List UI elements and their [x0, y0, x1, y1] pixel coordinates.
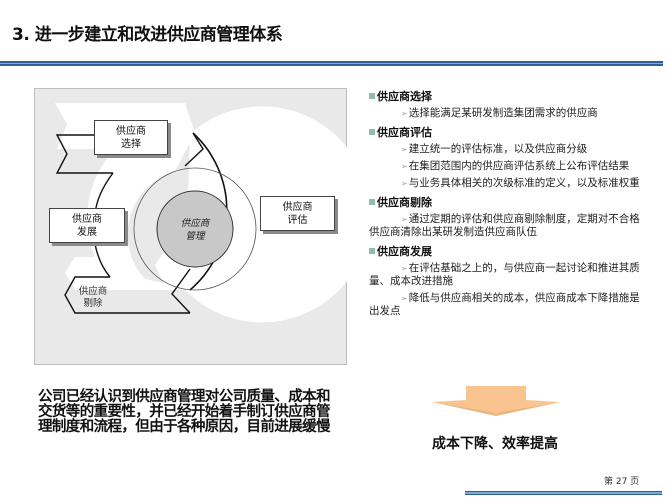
item-text: 选择能满足某研发制造集团需求的供应商 — [408, 107, 598, 119]
footer-rule — [465, 491, 662, 495]
list-item: ➢在集团范围内的供应商评估系统上公布评估结果 — [369, 160, 649, 173]
arrow-bullet-icon: ➢ — [401, 109, 408, 118]
arrow-bullet-icon: ➢ — [401, 294, 408, 303]
square-bullet-icon — [369, 248, 375, 254]
heading-text: 供应商发展 — [377, 245, 432, 258]
down-arrow-icon — [432, 386, 560, 416]
supplier-cycle-diagram: 供应商 选择 供应商 评估 供应商 发展 供应商 剔除 供应商 管理 — [34, 88, 348, 365]
arrow-bullet-icon: ➢ — [401, 145, 408, 154]
supplier-evaluation-box: 供应商 评估 — [260, 196, 335, 231]
box-label: 供应商 — [282, 201, 313, 213]
item-text: 与业务具体相关的次级标准的定义，以及标准权重 — [408, 177, 640, 189]
box-label: 评估 — [287, 214, 308, 226]
center-line: 供应商 — [180, 218, 210, 229]
section-heading: 供应商发展 — [369, 243, 649, 259]
label-line: 供应商 — [78, 286, 108, 297]
section-heading: 供应商评估 — [369, 124, 649, 140]
list-item: ➢在评估基础之上的，与供应商一起讨论和推进其质量、成本改进措施 — [369, 262, 649, 288]
box-label: 供应商 — [116, 125, 146, 137]
item-text: 在评估基础之上的，与供应商一起讨论和推进其质量、成本改进措施 — [369, 262, 640, 287]
supplier-development-box: 供应商 发展 — [49, 208, 125, 243]
heading-text: 供应商选择 — [377, 90, 432, 103]
supplier-management-center: 供应商 管理 — [165, 217, 225, 243]
list-item: ➢建立统一的评估标准，以及供应商分级 — [369, 143, 649, 156]
page-number: 第 27 页 — [604, 477, 640, 487]
item-text: 建立统一的评估标准，以及供应商分级 — [408, 143, 588, 155]
section-heading: 供应商剔除 — [369, 194, 649, 210]
square-bullet-icon — [369, 129, 375, 135]
supplier-management-details: 供应商选择 ➢选择能满足某研发制造集团需求的供应商 供应商评估 ➢建立统一的评估… — [369, 86, 649, 322]
header-rule — [0, 61, 663, 66]
section-heading: 供应商选择 — [369, 88, 649, 104]
section-elimination: 供应商剔除 ➢通过定期的评估和供应商剔除制度，定期对不合格供应商清除出某研发制造… — [369, 194, 649, 239]
box-label: 选择 — [121, 138, 141, 150]
label-line: 剔除 — [83, 298, 103, 309]
arrow-bullet-icon: ➢ — [401, 264, 408, 273]
square-bullet-icon — [369, 93, 375, 99]
list-item: ➢与业务具体相关的次级标准的定义，以及标准权重 — [369, 177, 649, 190]
supplier-elimination-label: 供应商 剔除 — [75, 286, 111, 310]
box-label: 发展 — [77, 226, 97, 238]
square-bullet-icon — [369, 199, 375, 205]
arrow-bullet-icon: ➢ — [401, 162, 408, 171]
box-label: 供应商 — [72, 213, 102, 225]
list-item: ➢选择能满足某研发制造集团需求的供应商 — [369, 107, 649, 120]
section-development: 供应商发展 ➢在评估基础之上的，与供应商一起讨论和推进其质量、成本改进措施 ➢降… — [369, 243, 649, 318]
section-selection: 供应商选择 ➢选择能满足某研发制造集团需求的供应商 — [369, 88, 649, 120]
item-text: 通过定期的评估和供应商剔除制度，定期对不合格供应商清除出某研发制造供应商队伍 — [369, 213, 640, 238]
center-line: 管理 — [185, 231, 205, 242]
heading-text: 供应商剔除 — [377, 196, 432, 209]
section-evaluation: 供应商评估 ➢建立统一的评估标准，以及供应商分级 ➢在集团范围内的供应商评估系统… — [369, 124, 649, 190]
heading-text: 供应商评估 — [377, 126, 432, 139]
arrow-bullet-icon: ➢ — [401, 215, 408, 224]
list-item: ➢通过定期的评估和供应商剔除制度，定期对不合格供应商清除出某研发制造供应商队伍 — [369, 213, 649, 239]
summary-text: 公司已经认识到供应商管理对公司质量、成本和交货等的重要性，并已经开始着手制订供应… — [38, 389, 331, 435]
result-text: 成本下降、效率提高 — [432, 436, 558, 452]
item-text: 降低与供应商相关的成本，供应商成本下降措施是出发点 — [369, 292, 640, 317]
item-text: 在集团范围内的供应商评估系统上公布评估结果 — [408, 160, 630, 172]
list-item: ➢降低与供应商相关的成本，供应商成本下降措施是出发点 — [369, 292, 649, 318]
supplier-selection-box: 供应商 选择 — [94, 120, 168, 155]
page-title: 3. 进一步建立和改进供应商管理体系 — [12, 25, 283, 45]
arrow-bullet-icon: ➢ — [401, 179, 408, 188]
